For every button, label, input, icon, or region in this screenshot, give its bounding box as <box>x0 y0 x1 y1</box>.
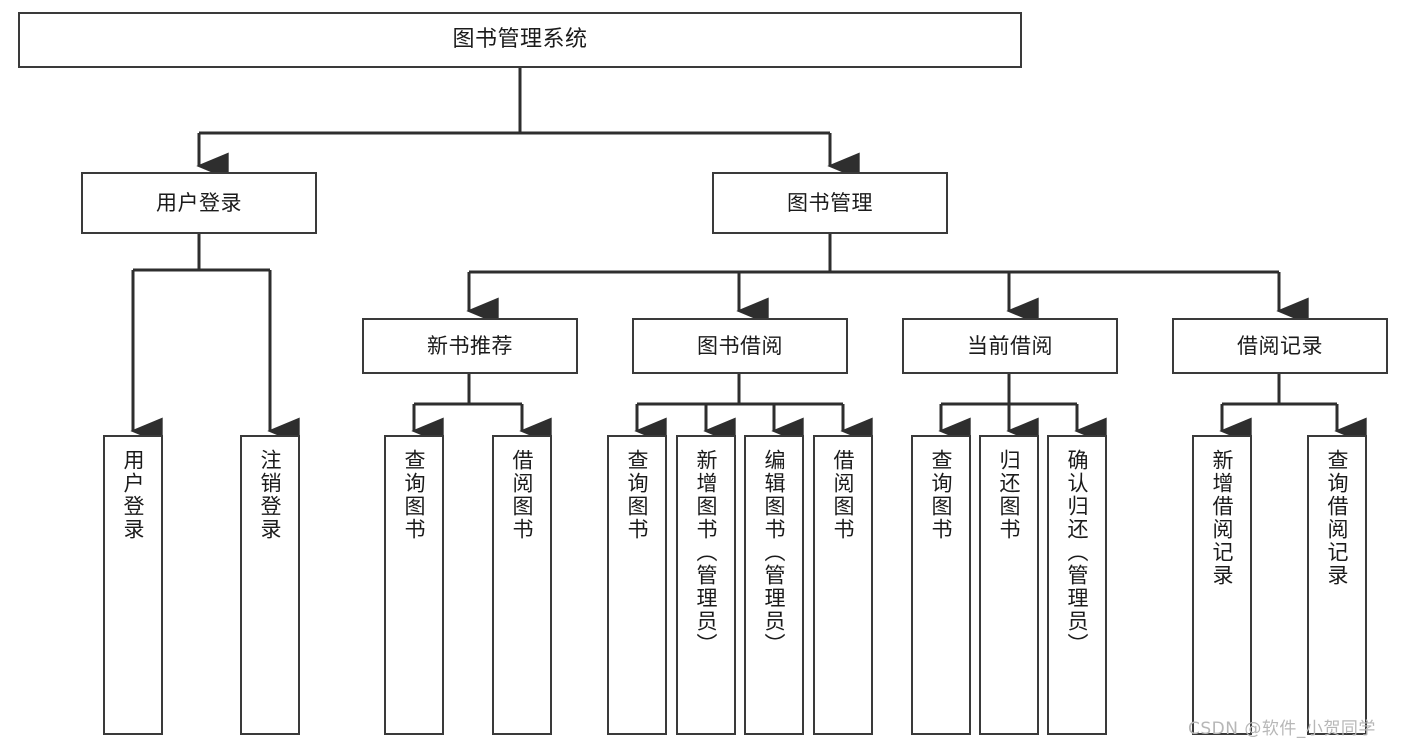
node-leaf-borrow-book-recommend-label: 借阅图书 <box>510 449 535 541</box>
node-new-book-recommend-label: 新书推荐 <box>427 333 513 358</box>
node-leaf-user-login-label: 用户登录 <box>121 449 146 541</box>
node-root-system-label: 图书管理系统 <box>452 27 588 53</box>
node-user-login-label: 用户登录 <box>156 190 242 215</box>
node-leaf-return-book-label: 归还图书 <box>997 449 1022 541</box>
node-leaf-edit-book[interactable]: 编辑图书（管理员） <box>744 435 804 735</box>
node-leaf-user-login[interactable]: 用户登录 <box>103 435 163 735</box>
node-leaf-borrow-book-recommend[interactable]: 借阅图书 <box>492 435 552 735</box>
node-leaf-edit-book-label: 编辑图书（管理员） <box>762 449 787 656</box>
node-leaf-query-book-borrow-label: 查询图书 <box>625 449 650 541</box>
node-leaf-query-book-recommend-label: 查询图书 <box>402 449 427 541</box>
node-leaf-add-book-label: 新增图书（管理员） <box>694 449 719 656</box>
node-leaf-logout-login[interactable]: 注销登录 <box>240 435 300 735</box>
node-book-borrow-label: 图书借阅 <box>697 333 783 358</box>
node-book-borrow[interactable]: 图书借阅 <box>632 318 848 374</box>
node-leaf-borrow-book-label: 借阅图书 <box>831 449 856 541</box>
csdn-watermark: CSDN @软件_小贺同学 <box>1188 719 1376 739</box>
node-current-borrow-label: 当前借阅 <box>967 333 1053 358</box>
node-leaf-confirm-return-label: 确认归还（管理员） <box>1065 449 1090 656</box>
node-borrow-record[interactable]: 借阅记录 <box>1172 318 1388 374</box>
node-leaf-add-borrow-record[interactable]: 新增借阅记录 <box>1192 435 1252 735</box>
node-leaf-query-book-recommend[interactable]: 查询图书 <box>384 435 444 735</box>
node-leaf-logout-login-label: 注销登录 <box>258 449 283 541</box>
node-leaf-confirm-return[interactable]: 确认归还（管理员） <box>1047 435 1107 735</box>
node-user-login[interactable]: 用户登录 <box>81 172 317 234</box>
node-leaf-query-book-current[interactable]: 查询图书 <box>911 435 971 735</box>
node-root-system[interactable]: 图书管理系统 <box>18 12 1022 68</box>
node-book-manage-label: 图书管理 <box>787 190 873 215</box>
node-leaf-query-book-borrow[interactable]: 查询图书 <box>607 435 667 735</box>
node-borrow-record-label: 借阅记录 <box>1237 333 1323 358</box>
node-leaf-add-book[interactable]: 新增图书（管理员） <box>676 435 736 735</box>
node-current-borrow[interactable]: 当前借阅 <box>902 318 1118 374</box>
node-leaf-query-book-current-label: 查询图书 <box>929 449 954 541</box>
node-book-manage[interactable]: 图书管理 <box>712 172 948 234</box>
node-leaf-query-borrow-record-label: 查询借阅记录 <box>1325 449 1350 587</box>
node-new-book-recommend[interactable]: 新书推荐 <box>362 318 578 374</box>
node-leaf-query-borrow-record[interactable]: 查询借阅记录 <box>1307 435 1367 735</box>
node-leaf-borrow-book[interactable]: 借阅图书 <box>813 435 873 735</box>
node-leaf-add-borrow-record-label: 新增借阅记录 <box>1210 449 1235 587</box>
node-leaf-return-book[interactable]: 归还图书 <box>979 435 1039 735</box>
